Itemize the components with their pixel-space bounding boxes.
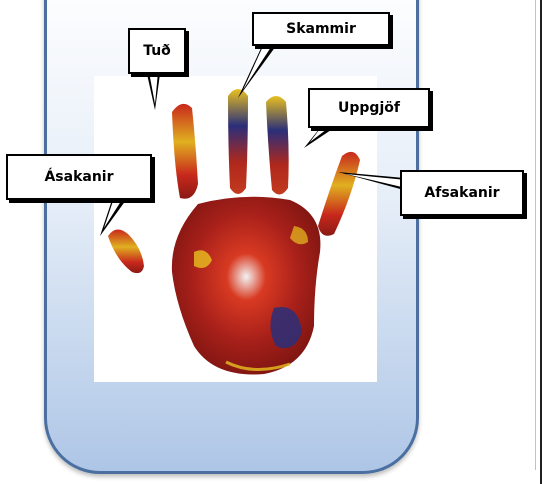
asakanir-label: Ásakanir (44, 169, 114, 185)
tud-callout: Tuð (128, 28, 186, 74)
tud-callout-tail-fill (149, 72, 158, 104)
afsakanir-callout-tail (338, 172, 404, 190)
page-border-line (540, 0, 542, 484)
handprint-image (94, 76, 377, 382)
skammir-label: Skammir (286, 21, 356, 37)
asakanir-callout: Ásakanir (6, 154, 152, 200)
afsakanir-callout-tail-fill (346, 174, 406, 188)
uppgjof-callout-tail-fill (310, 126, 331, 142)
page-edge-line (535, 0, 536, 470)
afsakanir-label: Afsakanir (424, 185, 500, 201)
afsakanir-callout: Afsakanir (400, 170, 524, 216)
skammir-callout: Skammir (252, 12, 390, 46)
skammir-callout-tail (238, 46, 276, 98)
asakanir-callout-tail-fill (104, 198, 123, 228)
asakanir-callout-tail (100, 200, 126, 236)
uppgjof-callout: Uppgjöf (308, 88, 430, 128)
uppgjof-callout-tail (304, 128, 334, 148)
uppgjof-label: Uppgjöf (338, 100, 400, 116)
skammir-callout-tail-fill (243, 44, 273, 90)
tud-label: Tuð (143, 43, 171, 59)
handprint-icon (108, 89, 360, 375)
